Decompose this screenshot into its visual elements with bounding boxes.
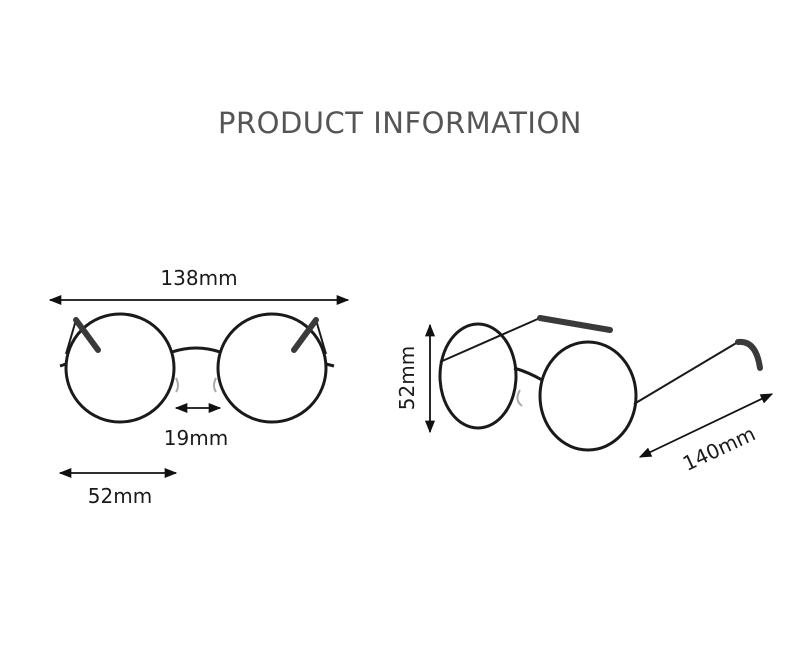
side-bridge: [513, 366, 543, 382]
left-nose-pad: [175, 377, 179, 393]
left-lens: [64, 312, 176, 424]
right-temple-tip: [291, 317, 319, 353]
front-lens: [538, 340, 638, 452]
rear-temple-wire: [439, 317, 541, 363]
rear-lens: [438, 322, 518, 430]
left-temple-wire: [65, 319, 77, 355]
front-temple-wire: [633, 341, 739, 405]
right-lens: [216, 312, 328, 424]
rear-temple-tip: [537, 315, 613, 333]
lens-height-label: 52mm: [395, 346, 419, 410]
front-temple-tip: [735, 338, 763, 371]
right-temple-wire: [315, 319, 327, 355]
bridge-label: 19mm: [164, 426, 228, 450]
lens-width-label: 52mm: [88, 484, 152, 508]
bridge: [171, 346, 221, 354]
side-nose-pad: [516, 389, 523, 407]
right-endpiece: [325, 362, 335, 368]
side-view-glasses: [438, 315, 763, 452]
temple-length-label: 140mm: [679, 421, 759, 475]
page-title: PRODUCT INFORMATION: [218, 106, 582, 140]
total-width-label: 138mm: [160, 266, 237, 290]
temple-length-dimension-line: [638, 393, 774, 458]
right-nose-pad: [213, 377, 217, 393]
front-view-glasses: [59, 312, 335, 424]
left-endpiece: [59, 362, 67, 368]
left-temple-tip: [73, 317, 101, 353]
